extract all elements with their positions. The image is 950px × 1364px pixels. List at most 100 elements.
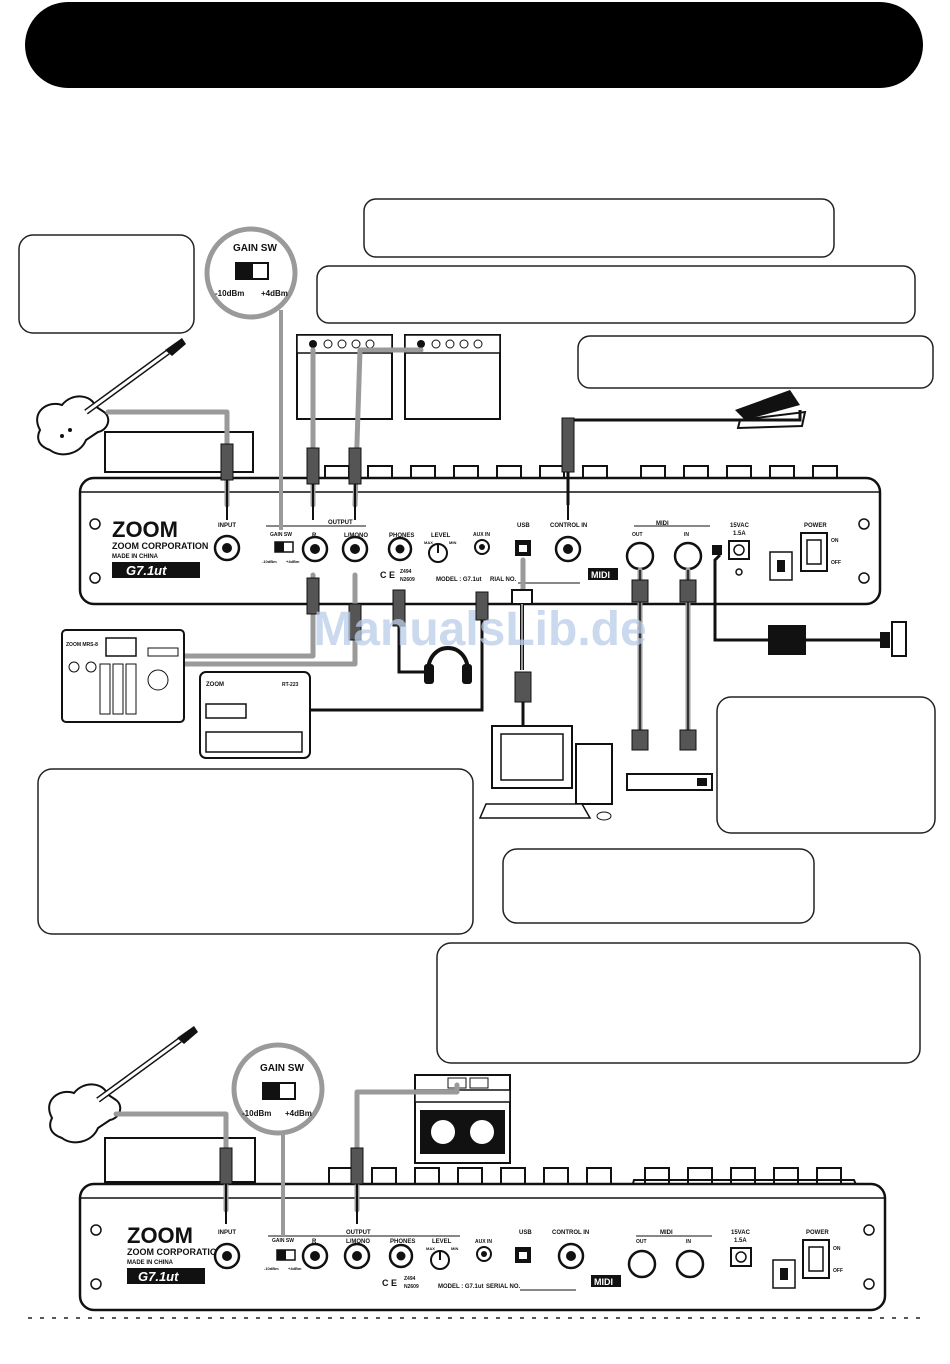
bottom-lmono-label: L/MONO <box>346 1239 370 1245</box>
headphones-icon <box>424 646 472 684</box>
bottom-gain-zoom-plus: +4dBm <box>285 1109 312 1118</box>
callout-amp-bottom <box>316 265 916 324</box>
bottom-power-on: ON <box>833 1246 841 1252</box>
multitrack-recorder-icon: ZOOM MRS-8 <box>61 629 185 723</box>
callout-expression-pedal <box>577 335 934 389</box>
bottom-power-rating-1: 15VAC <box>731 1230 751 1236</box>
header-bar <box>25 2 923 88</box>
drum-machine-icon: ZOOM RT-223 <box>199 671 311 759</box>
bottom-midi-logo: MIDI <box>594 1277 613 1287</box>
gain-zoom-minus: -10dBm <box>215 289 244 298</box>
top-controlin-label: CONTROL IN <box>550 523 587 529</box>
cable-phones <box>397 626 430 674</box>
bottom-controlin-label: CONTROL IN <box>552 1230 589 1236</box>
top-gain-plus: +4dBm <box>286 559 300 564</box>
top-midi-label: MIDI <box>656 521 669 527</box>
top-input-label: INPUT <box>218 523 236 529</box>
gain-zoom-title: GAIN SW <box>233 243 277 254</box>
power-adapter-icon <box>768 625 806 655</box>
top-cert-2: N2609 <box>400 577 415 583</box>
mtr-brand: ZOOM MRS-8 <box>66 642 98 648</box>
bottom-input-label: INPUT <box>218 1230 236 1236</box>
top-power-on: ON <box>831 538 839 544</box>
bottom-output-label: OUTPUT <box>346 1230 371 1236</box>
bottom-gainsw-label: GAIN SW <box>272 1238 294 1244</box>
bottom-midi-label: MIDI <box>660 1230 673 1236</box>
top-power-rating-2: 1.5A <box>733 531 746 537</box>
guitar-bottom-icon <box>48 1026 198 1144</box>
cassette-recorder-icon <box>414 1074 511 1164</box>
bottom-power-label: POWER <box>806 1230 829 1236</box>
top-model-line: MODEL : G7.1ut <box>436 577 482 583</box>
callout-midi <box>716 696 936 834</box>
bottom-model-badge: G7.1ut <box>138 1269 179 1284</box>
bottom-gain-minus: -10dBm <box>264 1266 279 1271</box>
bottom-r-label: R <box>312 1239 317 1245</box>
top-midi-in-label: IN <box>684 532 689 538</box>
top-power-rating-1: 15VAC <box>730 523 750 529</box>
top-level-label: LEVEL <box>431 533 451 539</box>
callout-recorder <box>37 768 474 935</box>
midi-device-icon <box>626 773 713 791</box>
bottom-midi-in-port <box>675 1249 705 1279</box>
bottom-ce-mark: C E <box>382 1278 397 1288</box>
top-ce-mark: C E <box>380 570 395 580</box>
top-midi-out-port <box>625 541 655 571</box>
guitar-top-icon <box>36 338 186 456</box>
bottom-phones-label: PHONES <box>390 1239 415 1245</box>
top-cert-1: Z494 <box>400 569 412 575</box>
top-brand-name: ZOOM CORPORATION <box>112 541 208 551</box>
cable-aux-in <box>310 620 484 712</box>
bottom-level-label: LEVEL <box>432 1239 452 1245</box>
bottom-power-rating-2: 1.5A <box>734 1238 747 1244</box>
bottom-midi-out-port <box>627 1249 657 1279</box>
callout-guitar <box>18 234 195 334</box>
top-gainsw-label: GAIN SW <box>270 532 292 538</box>
top-midi-out-label: OUT <box>632 532 643 538</box>
computer-icon <box>478 725 613 821</box>
top-output-label: OUTPUT <box>328 520 353 526</box>
top-model-badge-bg <box>112 562 200 578</box>
drum-brand: ZOOM <box>206 682 224 688</box>
bottom-usb-label: USB <box>519 1230 532 1236</box>
top-midi-in-port <box>673 541 703 571</box>
gain-zoom-plus: +4dBm <box>261 289 288 298</box>
top-level-max: MAX <box>424 540 433 545</box>
bottom-cert-2: N2609 <box>404 1284 419 1290</box>
top-midi-logo: MIDI <box>591 570 610 580</box>
top-auxin-label: AUX IN <box>473 532 490 538</box>
bottom-auxin-label: AUX IN <box>475 1239 492 1245</box>
bottom-gain-zoom-minus: -10dBm <box>242 1109 271 1118</box>
bottom-serial-label: SERIAL NO. <box>486 1284 521 1290</box>
bottom-made-in: MADE IN CHINA <box>127 1260 174 1266</box>
bottom-cert-1: Z494 <box>404 1276 416 1282</box>
callout-amp-top <box>363 198 835 258</box>
bottom-gain-plus: +4dBm <box>288 1266 302 1271</box>
bottom-model-line: MODEL : G7.1ut <box>438 1284 484 1290</box>
top-power-off: OFF <box>831 560 841 566</box>
drum-model: RT-223 <box>282 682 299 688</box>
top-usb-label: USB <box>517 523 530 529</box>
bottom-power-off: OFF <box>833 1268 843 1274</box>
expression-pedal-icon <box>735 390 807 430</box>
bottom-model-badge-bg <box>127 1268 205 1284</box>
top-power-label: POWER <box>804 523 827 529</box>
top-level-min: MIN <box>449 540 456 545</box>
callout-usb <box>502 848 815 924</box>
top-serial-label: RIAL NO. <box>490 577 517 583</box>
bottom-midi-logo-bg <box>591 1275 621 1287</box>
bottom-midi-in-label: IN <box>686 1239 691 1245</box>
wall-outlet-icon <box>891 621 907 657</box>
top-model-badge: G7.1ut <box>126 563 167 578</box>
bottom-level-max: MAX <box>426 1246 435 1251</box>
top-phones-label: PHONES <box>389 533 414 539</box>
cable-power <box>713 553 770 642</box>
bottom-brand-logo: ZOOM <box>127 1223 193 1248</box>
callout-bottom <box>436 942 921 1064</box>
top-midi-logo-bg <box>588 568 618 580</box>
bottom-midi-out-label: OUT <box>636 1239 647 1245</box>
bottom-brand-name: ZOOM CORPORATION <box>127 1247 223 1257</box>
top-gain-minus: -10dBm <box>262 559 277 564</box>
